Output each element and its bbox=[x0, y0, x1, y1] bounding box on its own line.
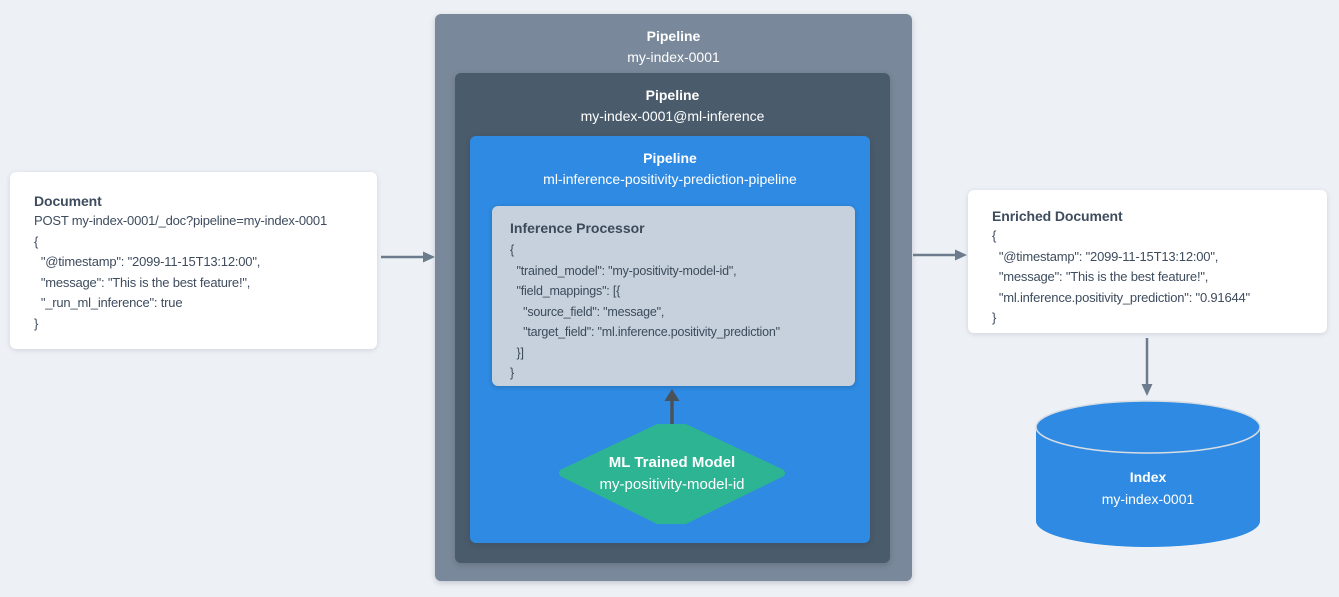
inner-pipeline-header: Pipeline my-index-0001@ml-inference bbox=[455, 73, 890, 127]
inference-processor-title: Inference Processor bbox=[510, 220, 645, 236]
ml-trained-model-hexagon: ML Trained Model my-positivity-model-id bbox=[558, 424, 786, 524]
ml-pipeline-title: Pipeline bbox=[643, 150, 697, 166]
cylinder-shape-icon bbox=[1035, 400, 1261, 547]
enriched-document-title: Enriched Document bbox=[992, 208, 1123, 224]
processor-code-line: { bbox=[510, 243, 514, 257]
document-code-line: "_run_ml_inference": true bbox=[34, 295, 183, 310]
outer-pipeline-title: Pipeline bbox=[646, 28, 701, 44]
arrow-model-to-processor-icon bbox=[664, 389, 680, 425]
document-card: Document POST my-index-0001/_doc?pipelin… bbox=[10, 172, 377, 349]
document-code-line: "message": "This is the best feature!", bbox=[34, 274, 251, 290]
inner-pipeline-title: Pipeline bbox=[645, 87, 700, 103]
enriched-document-card: Enriched Document { "@timestamp": "2099-… bbox=[968, 190, 1327, 333]
document-code-line: { bbox=[34, 233, 39, 249]
ml-pipeline-box: Pipeline ml-inference-positivity-predict… bbox=[470, 136, 870, 543]
outer-pipeline-header: Pipeline my-index-0001 bbox=[435, 14, 912, 68]
arrow-document-to-pipeline-icon bbox=[381, 251, 435, 263]
processor-code-line: }] bbox=[510, 345, 524, 360]
enriched-code-line: } bbox=[992, 310, 997, 325]
processor-code-line: } bbox=[510, 366, 514, 380]
processor-code-line: "field_mappings": [{ bbox=[510, 284, 621, 298]
inner-pipeline-box: Pipeline my-index-0001@ml-inference Pipe… bbox=[455, 73, 890, 563]
processor-code-line: "trained_model": "my-positivity-model-id… bbox=[510, 263, 737, 278]
arrow-enriched-to-index-icon bbox=[1141, 338, 1153, 396]
enriched-code-line: "message": "This is the best feature!", bbox=[992, 269, 1209, 284]
enriched-code-line: { bbox=[992, 228, 997, 243]
document-card-title: Document bbox=[34, 193, 102, 209]
inner-pipeline-name: my-index-0001@ml-inference bbox=[580, 108, 765, 124]
enriched-code-line: "@timestamp": "2099-11-15T13:12:00", bbox=[992, 248, 1219, 264]
processor-code-line: "source_field": "message", bbox=[510, 304, 665, 319]
hexagon-shape-icon bbox=[559, 424, 785, 524]
index-cylinder: Index my-index-0001 bbox=[1034, 400, 1262, 550]
arrow-pipeline-to-enriched-icon bbox=[913, 249, 967, 261]
document-code-line: } bbox=[34, 315, 39, 331]
ml-pipeline-name: ml-inference-positivity-prediction-pipel… bbox=[543, 171, 797, 187]
inference-processor-box: Inference Processor { "trained_model": "… bbox=[492, 206, 855, 386]
document-code-line: "@timestamp": "2099-11-15T13:12:00", bbox=[34, 254, 261, 269]
outer-pipeline-box: Pipeline my-index-0001 Pipeline my-index… bbox=[435, 14, 912, 581]
enriched-code-line: "ml.inference.positivity_prediction": "0… bbox=[992, 289, 1250, 305]
document-code-line: POST my-index-0001/_doc?pipeline=my-inde… bbox=[34, 213, 327, 228]
ml-pipeline-header: Pipeline ml-inference-positivity-predict… bbox=[470, 136, 870, 190]
outer-pipeline-name: my-index-0001 bbox=[627, 49, 720, 65]
processor-code-line: "target_field": "ml.inference.positivity… bbox=[510, 325, 780, 339]
